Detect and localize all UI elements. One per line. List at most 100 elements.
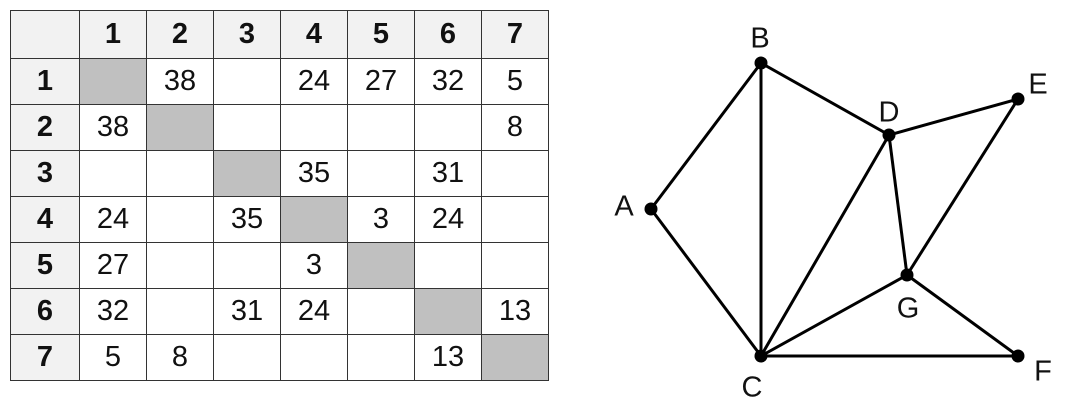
edge-D-G — [887, 134, 909, 276]
table-cell — [414, 104, 482, 151]
row-header-3: 3 — [10, 150, 80, 197]
table-cell: 38 — [146, 58, 214, 105]
table-cell — [213, 242, 281, 289]
table-cell: 31 — [213, 288, 281, 335]
table-cell — [146, 242, 214, 289]
diagonal-cell — [213, 150, 281, 197]
row-header-2: 2 — [10, 104, 80, 151]
row-header-1: 1 — [10, 58, 80, 105]
edge-D-C — [759, 134, 891, 357]
table-cell — [347, 150, 415, 197]
row-header-4: 4 — [10, 196, 80, 243]
table-cell: 3 — [280, 242, 348, 289]
vertex-label-A: A — [614, 191, 634, 223]
table-cell — [79, 150, 147, 197]
vertex-C — [754, 349, 768, 363]
edge-A-B — [649, 62, 763, 210]
vertex-label-F: F — [1034, 356, 1052, 388]
table-cell — [146, 288, 214, 335]
diagonal-cell — [481, 334, 549, 381]
table-cell: 8 — [146, 334, 214, 381]
graph-edges — [649, 61, 1020, 358]
edge-A-C — [649, 208, 763, 357]
diagonal-cell — [146, 104, 214, 151]
vertex-E — [1011, 92, 1025, 106]
diagonal-cell — [347, 242, 415, 289]
table-cell — [280, 334, 348, 381]
column-header-2: 2 — [146, 10, 214, 59]
vertex-label-D: D — [879, 97, 900, 129]
table-cell — [146, 196, 214, 243]
table-row: 3 35 31 — [10, 150, 549, 197]
table-cell: 32 — [414, 58, 482, 105]
table-cell: 35 — [280, 150, 348, 197]
column-header-3: 3 — [213, 10, 281, 59]
column-header-6: 6 — [414, 10, 482, 59]
vertex-A — [644, 202, 658, 216]
table-cell — [213, 58, 281, 105]
table-cell: 38 — [79, 104, 147, 151]
diagonal-cell — [79, 58, 147, 105]
table-cell — [347, 288, 415, 335]
table-cell: 27 — [79, 242, 147, 289]
vertex-label-B: B — [750, 23, 769, 55]
vertex-G — [900, 268, 914, 282]
table-cell — [213, 104, 281, 151]
table-cell: 5 — [481, 58, 549, 105]
vertex-B — [754, 56, 768, 70]
table-cell — [280, 104, 348, 151]
table-cell — [481, 150, 549, 197]
vertex-label-E: E — [1028, 69, 1047, 101]
diagonal-cell — [414, 288, 482, 335]
table-cell: 32 — [79, 288, 147, 335]
table-cell — [481, 242, 549, 289]
vertex-F — [1011, 349, 1025, 363]
table-cell — [481, 196, 549, 243]
row-header-6: 6 — [10, 288, 80, 335]
table-cell: 24 — [280, 288, 348, 335]
table-cell — [213, 334, 281, 381]
table-cell: 8 — [481, 104, 549, 151]
table-cell: 35 — [213, 196, 281, 243]
edge-D-E — [888, 97, 1019, 137]
table-corner-cell — [10, 10, 80, 59]
table-cell — [347, 104, 415, 151]
column-header-5: 5 — [347, 10, 415, 59]
row-header-5: 5 — [10, 242, 80, 289]
table-cell: 3 — [347, 196, 415, 243]
table-cell: 13 — [414, 334, 482, 381]
column-header-1: 1 — [79, 10, 147, 59]
vertex-label-C: C — [742, 372, 763, 404]
table-cell: 27 — [347, 58, 415, 105]
table-cell: 31 — [414, 150, 482, 197]
table-cell: 24 — [414, 196, 482, 243]
vertex-D — [882, 128, 896, 142]
edge-G-C — [760, 273, 908, 358]
column-header-7: 7 — [481, 10, 549, 59]
graph-vertices — [644, 56, 1025, 363]
row-header-7: 7 — [10, 334, 80, 381]
table-cell — [347, 334, 415, 381]
table-cell — [414, 242, 482, 289]
column-header-4: 4 — [280, 10, 348, 59]
table-cell — [146, 150, 214, 197]
table-cell: 24 — [79, 196, 147, 243]
table-cell: 5 — [79, 334, 147, 381]
diagonal-cell — [280, 196, 348, 243]
edge-E-G — [905, 98, 1020, 276]
table-cell: 24 — [280, 58, 348, 105]
table-cell: 13 — [481, 288, 549, 335]
edge-G-F — [906, 273, 1019, 358]
edge-B-D — [760, 61, 890, 137]
